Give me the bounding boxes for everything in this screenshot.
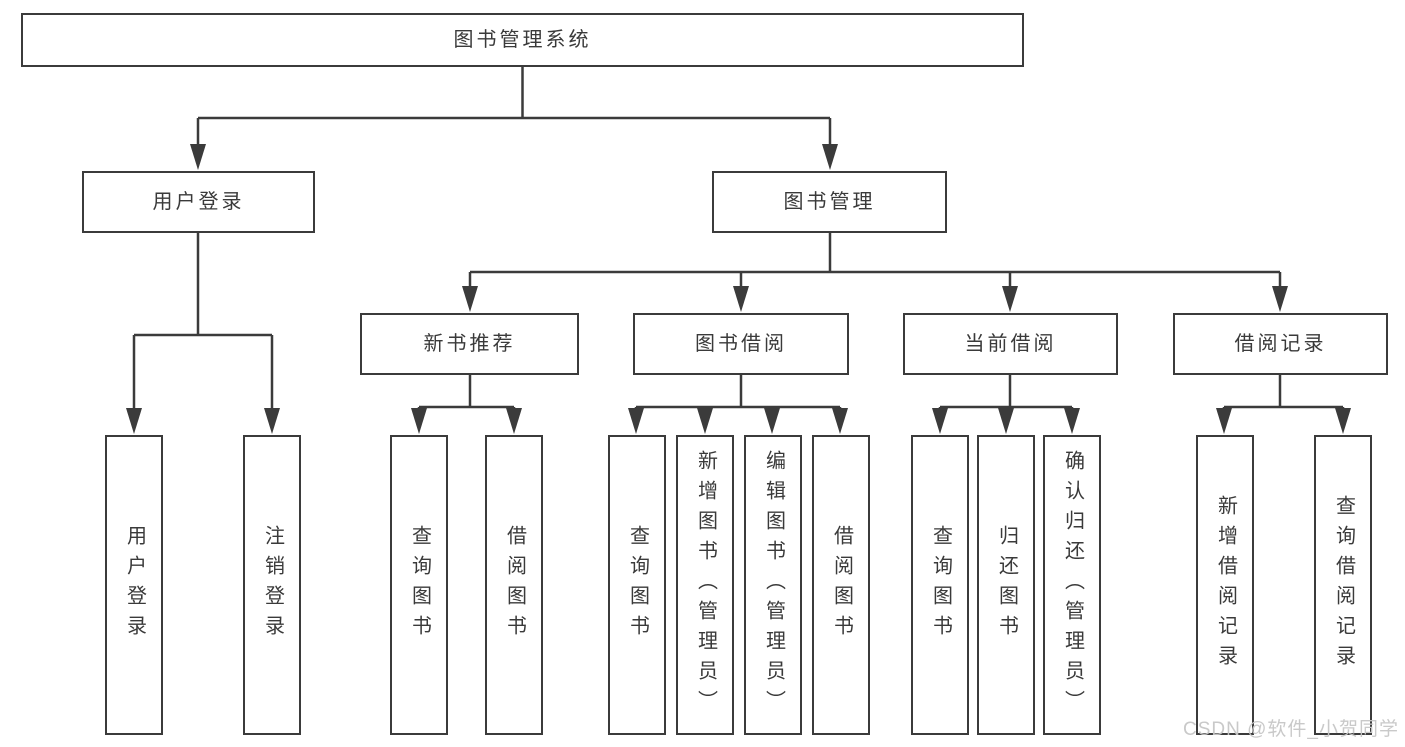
connector-user-login-branch [132, 233, 274, 414]
arrowhead-icon [1002, 286, 1018, 312]
leaf-query-books-2: 查询图书 [608, 435, 666, 735]
arrowhead-icon [411, 408, 427, 434]
leaf-logout: 注销登录 [243, 435, 301, 735]
leaf-add-borrow-record-label: 新增借阅记录 [1214, 495, 1237, 675]
leaf-add-book-admin-label: 新增图书（管理员） [694, 450, 717, 720]
arrowhead-icon [832, 408, 848, 434]
leaf-user-login-label: 用户登录 [123, 525, 146, 645]
leaf-user-login: 用户登录 [105, 435, 163, 735]
connector-book-borrow-branch [634, 374, 842, 414]
arrowhead-icon [733, 286, 749, 312]
connector-book-management-branch [468, 233, 1282, 290]
leaf-return-books-label: 归还图书 [995, 525, 1018, 645]
leaf-borrow-books-1: 借阅图书 [485, 435, 543, 735]
leaf-logout-label: 注销登录 [261, 525, 284, 645]
connector-borrow-records-branch [1222, 374, 1345, 414]
arrowhead-icon [628, 408, 644, 434]
arrowhead-icon [1064, 408, 1080, 434]
connector-new-book-branch [417, 374, 516, 414]
node-book-borrowing-label: 图书借阅 [695, 333, 787, 355]
leaf-edit-book-admin-label: 编辑图书（管理员） [762, 450, 785, 720]
node-book-management: 图书管理 [712, 171, 947, 233]
node-new-book-recommend-label: 新书推荐 [423, 333, 516, 355]
leaf-query-books-3-label: 查询图书 [929, 525, 952, 645]
leaf-query-books-1: 查询图书 [390, 435, 448, 735]
leaf-return-books: 归还图书 [977, 435, 1035, 735]
node-user-login-label: 用户登录 [152, 191, 245, 213]
arrowhead-icon [932, 408, 948, 434]
node-root: 图书管理系统 [21, 13, 1024, 67]
leaf-borrow-books-2-label: 借阅图书 [830, 525, 853, 645]
leaf-query-books-2-label: 查询图书 [626, 525, 649, 645]
node-current-borrowing: 当前借阅 [903, 313, 1118, 375]
arrowhead-icon [764, 408, 780, 434]
node-current-borrowing-label: 当前借阅 [964, 333, 1057, 355]
connector-root-to-level2 [196, 67, 832, 150]
node-borrowing-records: 借阅记录 [1173, 313, 1388, 375]
connector-current-borrow-branch [938, 374, 1074, 414]
leaf-confirm-return-admin-label: 确认归还（管理员） [1061, 450, 1084, 720]
arrowhead-icon [126, 408, 142, 434]
node-root-label: 图书管理系统 [453, 29, 592, 51]
arrowhead-icon [1216, 408, 1232, 434]
arrowhead-icon [190, 144, 206, 170]
leaf-borrow-books-2: 借阅图书 [812, 435, 870, 735]
node-new-book-recommend: 新书推荐 [360, 313, 579, 375]
watermark: CSDN @软件_小贺同学 [1183, 719, 1399, 740]
arrowhead-icon [822, 144, 838, 170]
node-book-borrowing: 图书借阅 [633, 313, 849, 375]
node-borrowing-records-label: 借阅记录 [1234, 333, 1327, 355]
node-book-management-label: 图书管理 [783, 191, 876, 213]
leaf-query-borrow-record-label: 查询借阅记录 [1332, 495, 1355, 675]
leaf-confirm-return-admin: 确认归还（管理员） [1043, 435, 1101, 735]
arrowhead-icon [462, 286, 478, 312]
arrowhead-icon [998, 408, 1014, 434]
leaf-query-books-1-label: 查询图书 [408, 525, 431, 645]
leaf-borrow-books-1-label: 借阅图书 [503, 525, 526, 645]
leaf-query-borrow-record: 查询借阅记录 [1314, 435, 1372, 735]
arrowhead-icon [1335, 408, 1351, 434]
leaf-add-borrow-record: 新增借阅记录 [1196, 435, 1254, 735]
leaf-add-book-admin: 新增图书（管理员） [676, 435, 734, 735]
arrowhead-icon [506, 408, 522, 434]
leaf-edit-book-admin: 编辑图书（管理员） [744, 435, 802, 735]
node-user-login: 用户登录 [82, 171, 315, 233]
arrowhead-icon [1272, 286, 1288, 312]
arrowhead-icon [697, 408, 713, 434]
arrowhead-icon [264, 408, 280, 434]
leaf-query-books-3: 查询图书 [911, 435, 969, 735]
